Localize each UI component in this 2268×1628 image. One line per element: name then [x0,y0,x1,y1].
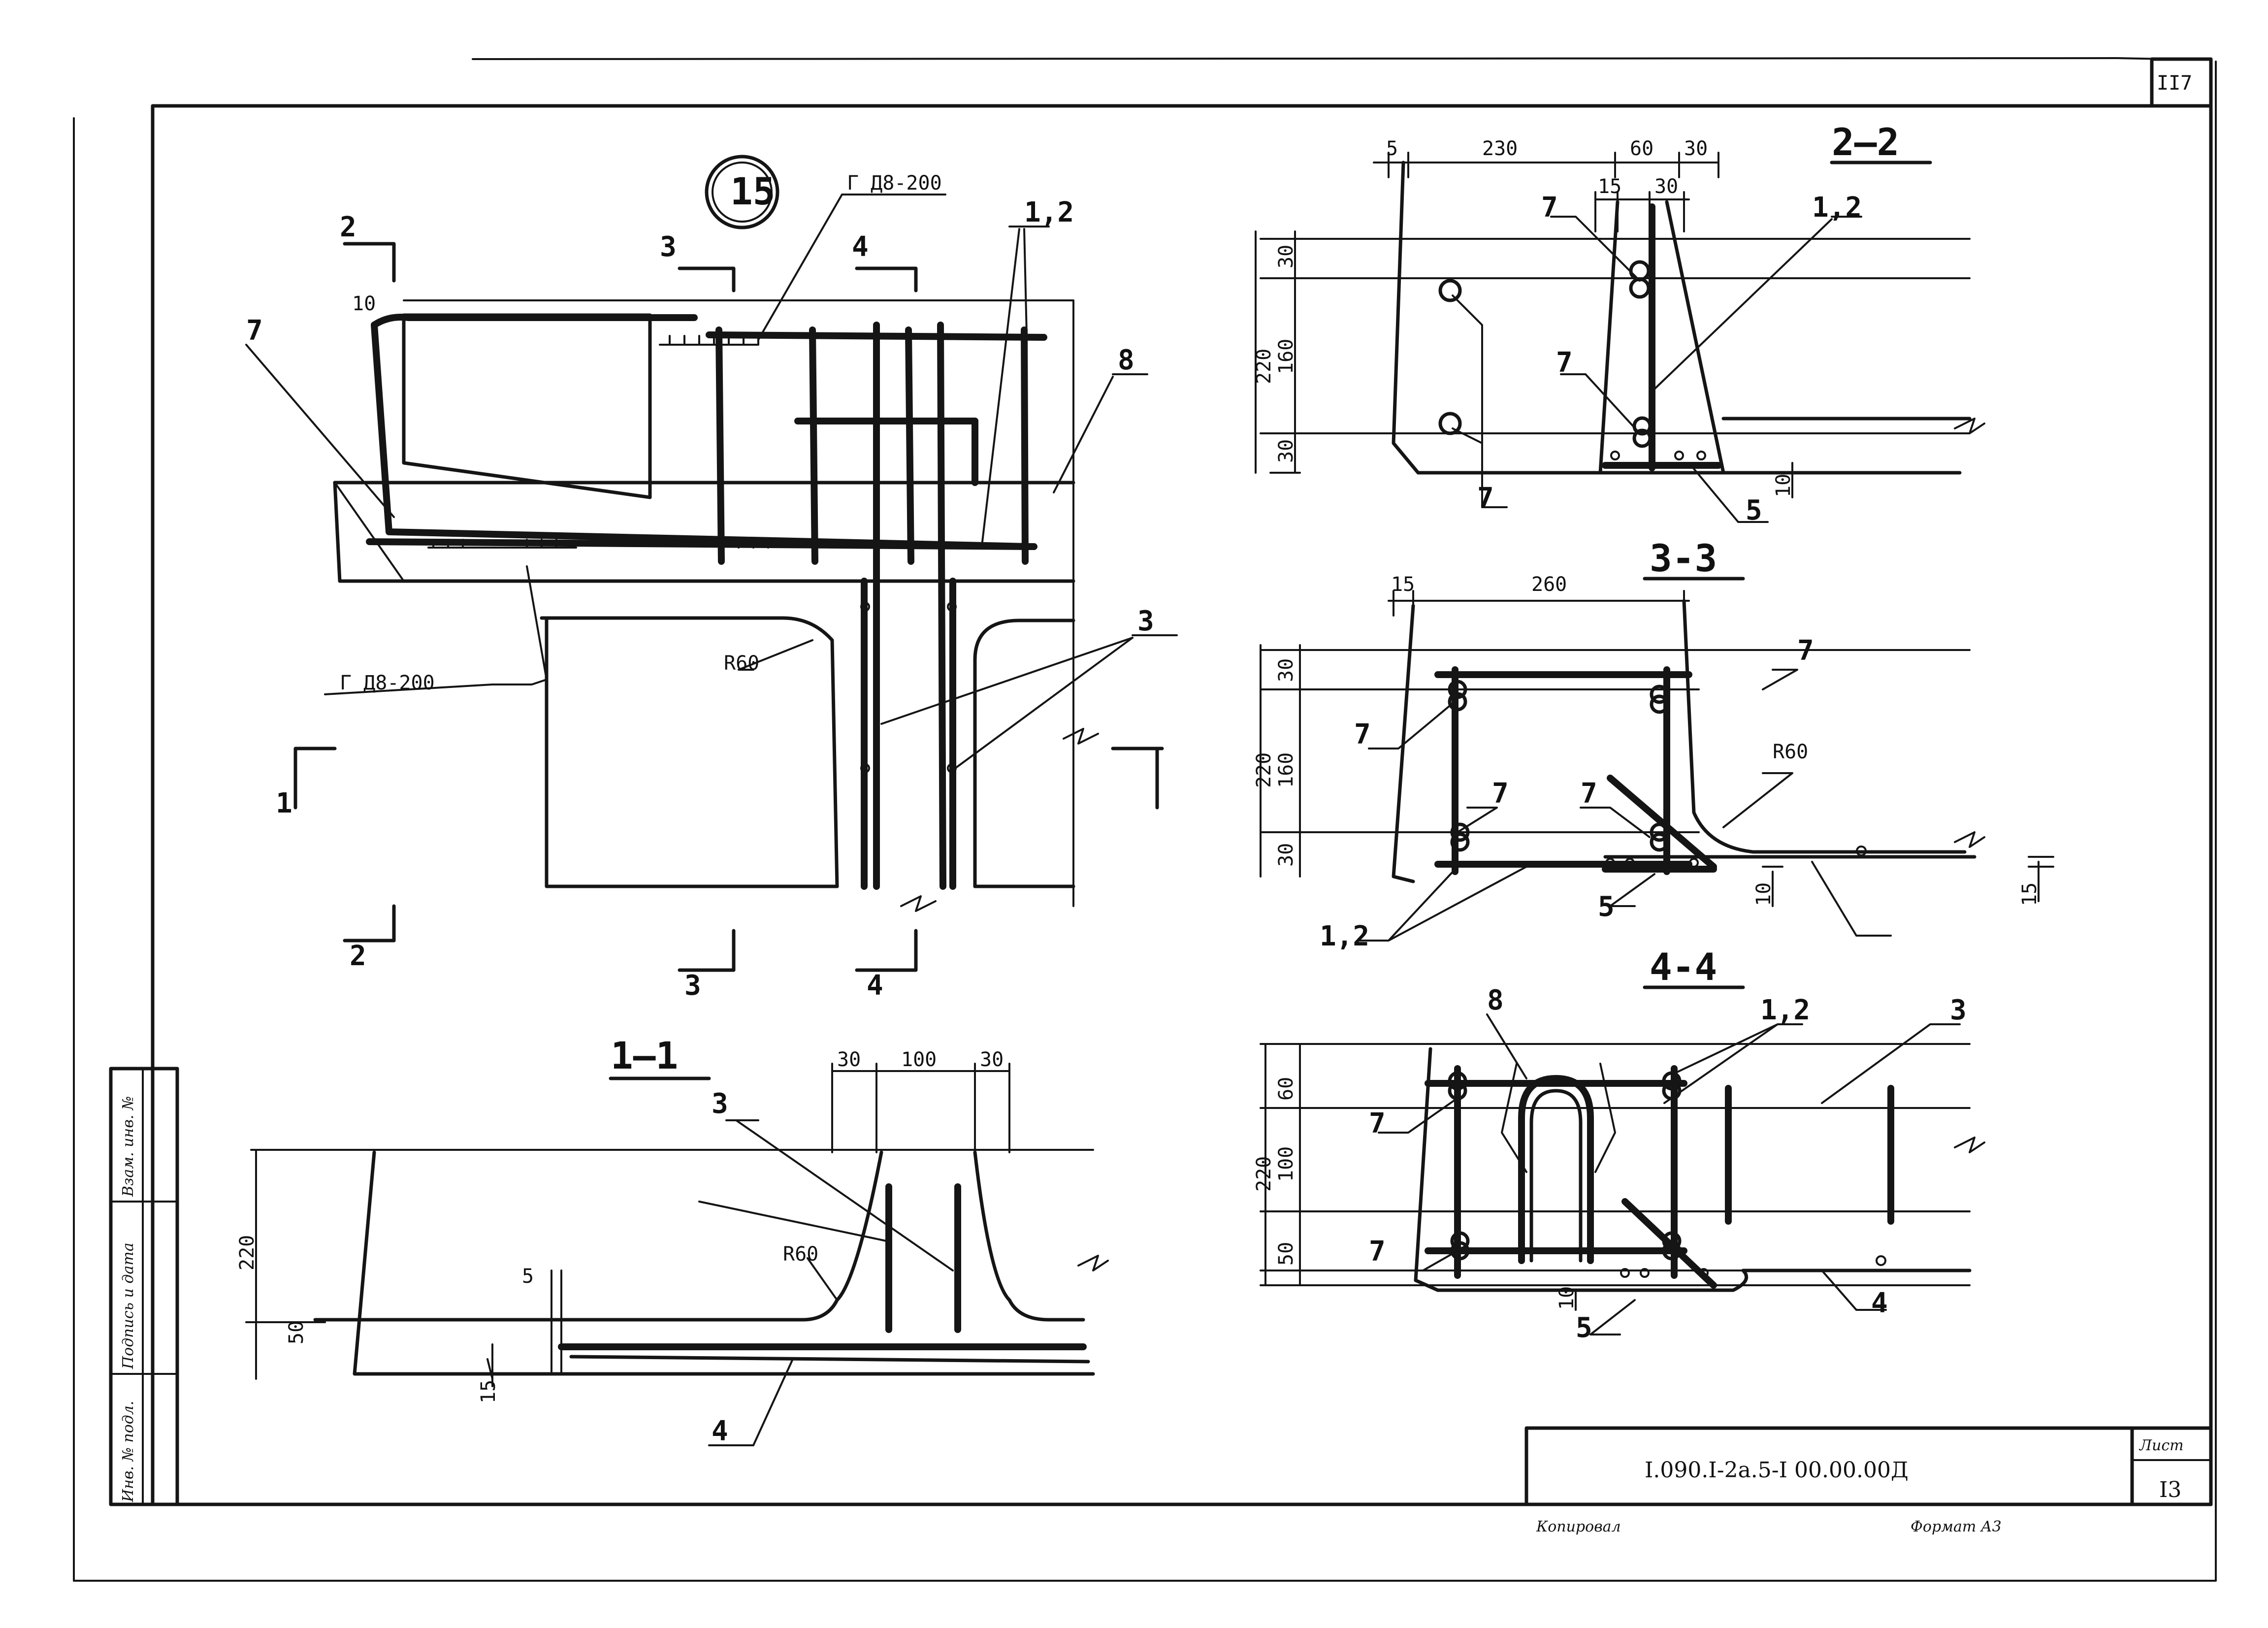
s22-dim-3: 30 [1684,137,1708,160]
plan-cut-3a: 3 [660,231,677,263]
s33-pos-7d: 7 [1581,778,1597,810]
s22-dim-6: 30 [1275,245,1297,268]
s33-dim-4: 30 [1275,843,1297,867]
s33-dim-2: 30 [1275,658,1297,682]
s22-pos-7b: 7 [1541,192,1558,224]
s33-dim-5: 220 [1253,752,1275,788]
plan-dim-10: 10 [352,293,376,315]
section-2-2-title: 2—2 [1832,120,1899,164]
section-4-4-title: 4-4 [1650,945,1717,989]
s33-pos-7a: 7 [1797,635,1814,667]
node-marker [705,155,779,229]
section-3-3-drawing [1260,577,2054,942]
plan-pos-7: 7 [246,315,263,347]
section-4-4-drawing [1260,985,1985,1335]
s33-radius: R60 [1773,741,1808,763]
section-1-1-title: 1—1 [611,1034,678,1077]
sheet-frame [73,57,2217,1582]
section-2-2-drawing [1255,152,1985,523]
s22-dim-10: 10 [1772,474,1795,497]
plan-cut-4a: 4 [852,231,869,263]
side-inv-orig: Инв. № подл. [120,1401,137,1502]
s11-dim-4: 50 [285,1321,308,1344]
s44-pos-7a: 7 [1369,1107,1386,1140]
s33-dim-1: 260 [1531,573,1567,596]
s44-dim-4: 10 [1555,1286,1578,1310]
s22-dim-0: 5 [1386,137,1398,160]
s44-pos-7b: 7 [1369,1236,1386,1268]
plan-cut-2a: 2 [340,211,356,243]
plan-view [245,194,1178,972]
s44-dim-2: 50 [1275,1242,1297,1266]
s33-dim-7: 15 [2018,882,2041,906]
s11-dim-2: 30 [980,1048,1004,1071]
sheet-number: I3 [2159,1477,2181,1502]
s11-radius: R60 [783,1243,818,1266]
plan-pos-12: 1,2 [1024,196,1074,228]
s33-pos-5: 5 [1598,891,1615,923]
s22-pos-5: 5 [1746,494,1762,526]
sheet-label: Лист [2138,1437,2184,1454]
s22-pos-12: 1,2 [1812,192,1862,224]
title-block [1524,1426,2213,1506]
s44-dim-3: 220 [1253,1156,1275,1192]
s33-pos-7c: 7 [1492,778,1509,810]
s33-dim-3: 160 [1275,752,1297,788]
plan-pos-3: 3 [1137,605,1154,637]
s22-dim-8: 30 [1275,439,1297,463]
s11-dim-0: 30 [837,1048,861,1071]
s44-pos-8: 8 [1487,984,1504,1016]
plan-mesh-bottom: Г Д8-200 [340,672,435,694]
s44-dim-0: 60 [1275,1077,1297,1101]
s22-pos-7c: 7 [1556,347,1573,379]
section-1-1-drawing [245,1063,1109,1446]
side-stamp [109,1067,179,1506]
s22-dim-7: 160 [1275,339,1297,374]
s22-pos-7a: 7 [1477,482,1494,514]
s44-pos-12: 1,2 [1760,994,1810,1026]
section-3-3-title: 3-3 [1650,536,1717,580]
node-number: 15 [730,169,776,213]
sheet-texts: II7 I.090.I-2a.5-I 00.00.00Д Лист I3 Коп… [120,72,2192,1535]
s44-pos-5: 5 [1576,1312,1592,1344]
s44-dim-1: 100 [1275,1146,1297,1182]
plan-cut-1: 1 [276,787,292,819]
s22-dim-5: 30 [1654,175,1678,198]
s11-dim-5: 5 [522,1265,534,1288]
page-number: II7 [2157,72,2192,95]
plan-cut-2b: 2 [350,940,366,972]
copied-by: Копировал [1536,1518,1621,1535]
s22-dim-1: 230 [1482,137,1518,160]
designation: I.090.I-2a.5-I 00.00.00Д [1645,1458,1909,1483]
side-inv-dup: Взам. инв. № [120,1096,137,1197]
plan-cut-4b: 4 [867,970,883,1002]
s11-dim-1: 100 [901,1048,937,1071]
s11-pos-3: 3 [712,1088,728,1120]
s11-dim-3: 220 [236,1235,259,1270]
s44-pos-3: 3 [1950,994,1967,1026]
plan-mesh-top: Г Д8-200 [847,172,942,195]
s22-dim-2: 60 [1630,137,1653,160]
plan-cut-3b: 3 [684,970,701,1002]
s33-pos-12: 1,2 [1320,920,1369,952]
s33-dim-6: 10 [1752,882,1775,906]
s22-dim-4: 15 [1598,175,1621,198]
plan-pos-8: 8 [1118,344,1134,376]
format-label: Формат А3 [1911,1518,2002,1535]
s33-dim-0: 15 [1391,573,1415,596]
s11-pos-4: 4 [712,1415,728,1447]
s22-dim-9: 220 [1253,349,1275,384]
plan-radius: R60 [724,652,759,675]
s33-pos-7b: 7 [1354,718,1371,750]
side-sign-date: Подпись и дата [120,1242,137,1369]
s44-pos-4: 4 [1871,1287,1888,1319]
s11-dim-6: 15 [477,1380,500,1403]
